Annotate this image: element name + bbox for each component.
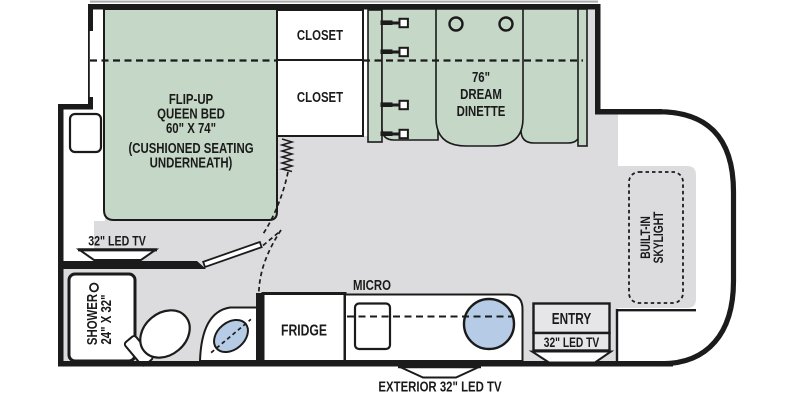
hinge-icons xyxy=(380,17,409,140)
dinette-table xyxy=(435,8,524,147)
bedroom-tv-label: 32" LED TV xyxy=(88,233,146,249)
kitchen xyxy=(261,292,524,363)
entry-step xyxy=(615,309,696,361)
bed-label-line2: QUEEN BED xyxy=(157,105,225,122)
cup-holder-icon xyxy=(498,16,514,32)
front-cap-outline xyxy=(645,109,737,367)
wall-top xyxy=(88,4,600,10)
left-cabinet xyxy=(68,112,103,154)
entry-tv-label: 32" LED TV xyxy=(544,335,600,351)
bathroom xyxy=(67,272,258,367)
hinge-icon xyxy=(380,99,409,111)
cab-floor xyxy=(617,166,696,308)
door-swing-arc xyxy=(262,171,289,235)
shower-label: SHOWER 24" X 32" xyxy=(83,294,114,346)
closet-top-label: CLOSET xyxy=(297,26,343,43)
privacy-door xyxy=(202,138,295,294)
cup-holder-icon xyxy=(448,16,464,32)
dinette-label-line1: 76" xyxy=(472,68,490,85)
skylight-label-line2: SKYLIGHT xyxy=(651,211,667,263)
skylight-label-line1: BUILT-IN xyxy=(638,216,654,258)
exterior-tv xyxy=(398,365,481,379)
roof-line xyxy=(90,0,598,3)
skylight-label: BUILT-IN SKYLIGHT xyxy=(638,211,667,263)
accordion-door-icon xyxy=(279,138,295,173)
closet-side-gap xyxy=(364,9,369,136)
fridge-label: FRIDGE xyxy=(281,322,327,340)
shower-label-line1: SHOWER xyxy=(83,294,100,346)
wall-window xyxy=(88,30,90,98)
hinge-icon xyxy=(380,46,409,58)
skylight xyxy=(628,171,684,304)
dinette-left-seat xyxy=(381,8,439,141)
fridge xyxy=(261,292,347,363)
dinette-right-back xyxy=(577,8,588,147)
left-white-areas xyxy=(63,9,105,262)
bed-label: FLIP-UP QUEEN BED 60" X 74" (CUSHIONED S… xyxy=(128,90,253,170)
bedroom-tv xyxy=(75,248,160,261)
tv-icon xyxy=(528,350,615,364)
bathroom-sink xyxy=(210,318,252,354)
walls xyxy=(58,4,673,367)
dinette-right-seat xyxy=(520,8,581,144)
entry-label: ENTRY xyxy=(552,310,591,327)
bed-label-line3: 60" X 74" xyxy=(166,119,216,136)
exterior-tv-label: EXTERIOR 32" LED TV xyxy=(378,378,501,395)
dinette-label: 76" DREAM DINETTE xyxy=(457,68,506,119)
entry-area xyxy=(528,302,615,364)
dinette xyxy=(364,8,588,147)
dinette-left-back xyxy=(367,9,383,143)
closet-bottom-label: CLOSET xyxy=(297,88,343,105)
bed-label-line5: UNDERNEATH) xyxy=(150,154,233,171)
bed-label-line1: FLIP-UP xyxy=(169,90,213,107)
hinge-icon xyxy=(380,17,409,29)
micro-label: MICRO xyxy=(353,276,391,293)
dinette-label-line2: DREAM xyxy=(460,85,502,102)
wall-left xyxy=(58,104,64,366)
kitchen-sink xyxy=(462,297,516,351)
queen-bed xyxy=(103,8,278,221)
shower-label-line2: 24" X 32" xyxy=(97,294,114,344)
shower-head-icon xyxy=(89,282,99,293)
door-panel xyxy=(202,240,263,269)
toilet-icon xyxy=(123,309,191,367)
dinette-label-line3: DINETTE xyxy=(457,102,506,119)
wall-cab xyxy=(595,109,662,115)
door-swing-arc xyxy=(257,229,282,294)
bed-label-line4: (CUSHIONED SEATING xyxy=(128,139,253,156)
labels: FLIP-UP QUEEN BED 60" X 74" (CUSHIONED S… xyxy=(83,26,666,394)
wall-step xyxy=(58,104,93,110)
wall-right xyxy=(595,4,601,114)
wall-bath-right xyxy=(256,293,263,361)
closet-bottom xyxy=(276,59,364,137)
cooktop xyxy=(353,302,392,351)
hinge-icon xyxy=(380,128,409,140)
closet-top xyxy=(276,9,364,61)
wall-bottom xyxy=(58,361,673,367)
